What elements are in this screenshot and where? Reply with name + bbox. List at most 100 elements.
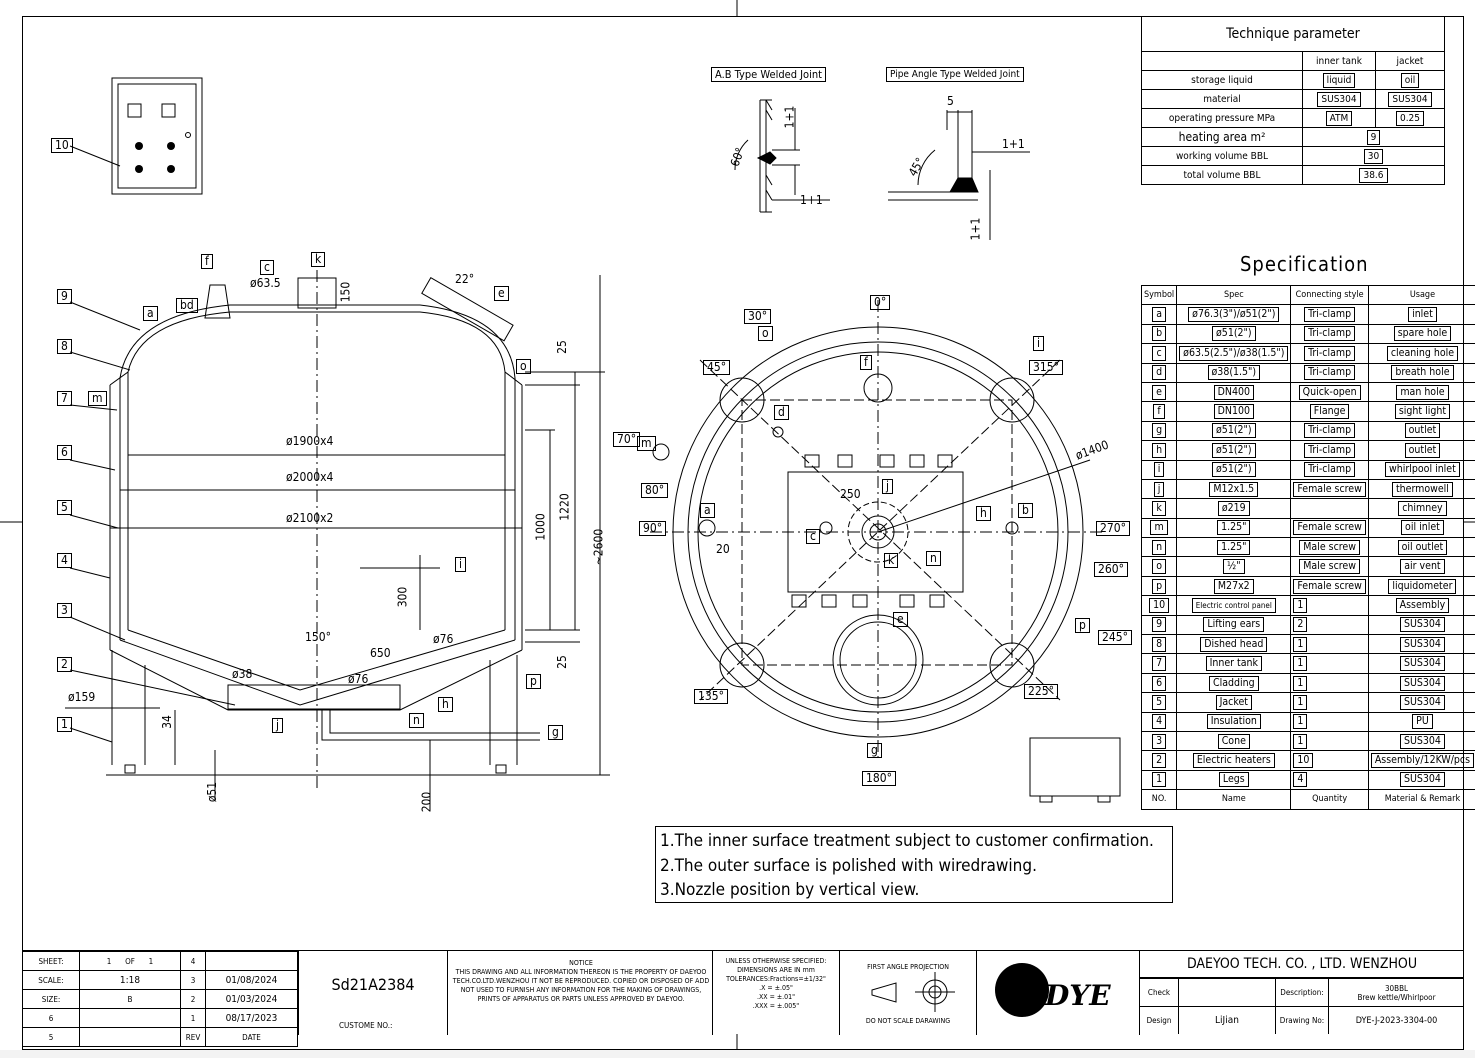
spec-cell: DN100: [1213, 404, 1254, 420]
dim-cone150: 150°: [305, 630, 331, 644]
spec-cell: Electric control panel: [1191, 597, 1276, 613]
part-qty: 4: [1293, 772, 1308, 788]
nozzle-p: p: [526, 674, 541, 689]
spec-cell: spare hole: [1393, 326, 1452, 342]
tp-value: 38.6: [1359, 167, 1388, 183]
nozzle-f: f: [201, 254, 213, 269]
part-qty: 1: [1293, 597, 1308, 613]
spec-cell: ø51(2"): [1212, 326, 1256, 342]
spec-cell: 4: [1152, 714, 1167, 730]
spec-cell: Tri-clamp: [1304, 442, 1356, 458]
spec-cell: liquidometer: [1388, 578, 1457, 594]
spec-cell: ø63.5(2.5")/ø38(1.5"): [1179, 345, 1289, 361]
dim-d1: ø1900x4: [286, 434, 334, 448]
spec-cell: Male screw: [1299, 559, 1360, 575]
spec-header: Connecting style: [1290, 284, 1369, 306]
drawing-no: DYE-J-2023-3304-00: [1328, 1006, 1464, 1034]
callout-4: 4: [57, 553, 72, 568]
note-3: 3.Nozzle position by vertical view.: [660, 880, 920, 900]
spec-header: Usage: [1367, 284, 1475, 306]
spec-cell: c: [1152, 345, 1166, 361]
nozzle-a: a: [143, 306, 158, 321]
tp-value: 9: [1366, 129, 1381, 145]
spec-cell: SUS304: [1399, 656, 1445, 672]
spec-cell: oil inlet: [1401, 520, 1444, 536]
designer: LiJian: [1178, 1006, 1276, 1034]
spec-cell: Dished head: [1200, 636, 1268, 652]
spec-cell: ø51(2"): [1212, 423, 1256, 439]
spec-cell: air vent: [1400, 559, 1445, 575]
notice-title: NOTICE: [569, 959, 593, 967]
plan-i: i: [1033, 336, 1044, 351]
control-panel-icon: [111, 77, 203, 195]
tp-row-label: working volume BBL: [1141, 146, 1303, 166]
dim-650: 650: [370, 646, 391, 660]
spec-cell: Tri-clamp: [1304, 345, 1356, 361]
dim-250: 250: [840, 487, 861, 501]
spec-cell: Electric heaters: [1192, 753, 1275, 769]
part-qty: 1: [1293, 714, 1308, 730]
dim-d2: ø2000x4: [286, 470, 334, 484]
spec-cell: Tri-clamp: [1304, 365, 1356, 381]
angle-30: 30°: [744, 309, 772, 324]
plan-g: g: [867, 743, 882, 758]
plan-d: d: [774, 405, 789, 420]
tp-value: SUS304: [1388, 91, 1432, 107]
tp-value: 0.25: [1395, 110, 1424, 126]
spec-cell: Female screw: [1293, 481, 1366, 497]
spec-cell: Tri-clamp: [1304, 326, 1356, 342]
spec-cell: g: [1152, 423, 1167, 439]
spec-cell: 3: [1152, 733, 1167, 749]
spec-cell: ø51(2"): [1212, 462, 1256, 478]
spec-cell: Male screw: [1299, 539, 1360, 555]
spec-cell: Tri-clamp: [1304, 307, 1356, 323]
spec-cell: Legs: [1218, 772, 1249, 788]
spec-cell: 2: [1152, 753, 1167, 769]
callout-10: 10: [51, 138, 73, 153]
customer-box: Sd21A2384 CUSTOME NO.:: [298, 951, 448, 1035]
spec-cell: 1.25": [1217, 520, 1251, 536]
rev-no: 1: [180, 1008, 206, 1028]
part-qty: 1: [1293, 675, 1308, 691]
tp-value: SUS304: [1317, 91, 1361, 107]
spec-cell: oil outlet: [1397, 539, 1448, 555]
spec-cell: SUS304: [1399, 636, 1445, 652]
projection-symbol-icon: [871, 972, 955, 1012]
row-6: 6: [22, 1008, 80, 1028]
tp-row-label: storage liquid: [1141, 70, 1303, 90]
weld-dim-3: 1+1: [1002, 137, 1025, 151]
spec-cell: whirlpool inlet: [1385, 462, 1460, 478]
spec-cell: n: [1152, 539, 1167, 555]
company-name: DAEYOO TECH. CO. , LTD. WENZHOU: [1140, 951, 1464, 978]
nozzle-n: n: [409, 713, 424, 728]
tp-row-label: material: [1141, 89, 1303, 109]
spec-cell: f: [1153, 404, 1165, 420]
pipe-angle-weld-joint: [888, 110, 1030, 240]
spec-cell: 10: [1149, 597, 1170, 613]
dim-d51: ø51: [205, 781, 220, 803]
sheet-label: SHEET:: [22, 951, 80, 971]
notice-text: THIS DRAWING AND ALL INFORMATION THEREON…: [452, 968, 710, 1003]
callout-9: 9: [57, 289, 72, 304]
tp-row-label: operating pressure MPa: [1141, 108, 1303, 128]
dim-h2: 1000: [533, 513, 548, 541]
spec-cell: PU: [1412, 714, 1433, 730]
angle-45: 45°: [703, 360, 731, 375]
nozzle-h: h: [438, 697, 453, 712]
parts-header: Quantity: [1290, 789, 1369, 810]
weld-dim-1: 1+1: [782, 105, 797, 129]
angle-90: 90°: [639, 521, 667, 536]
